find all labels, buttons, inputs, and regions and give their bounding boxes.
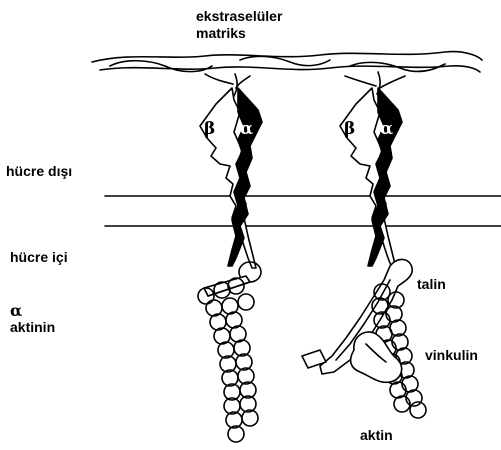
plasma-membrane xyxy=(105,196,501,226)
integrin-right xyxy=(340,88,402,268)
vinculin xyxy=(351,332,402,382)
alpha-letter-left: α xyxy=(240,119,253,139)
beta-letter-left: β xyxy=(204,119,215,139)
alpha-actinin-label: α aktinin xyxy=(10,302,55,336)
talin-label: talin xyxy=(417,276,446,293)
extracellular-matrix-fibers xyxy=(92,52,482,96)
extracellular-matrix-label-line2: matriks xyxy=(196,25,282,42)
extracellular-matrix-label-line1: ekstraselüler xyxy=(196,8,282,25)
beta-letter-right: β xyxy=(344,119,355,139)
alpha-actinin-symbol: α xyxy=(10,302,55,319)
outside-cell-label: hücre dışı xyxy=(6,163,72,180)
alpha-actinin-word: aktinin xyxy=(10,319,55,336)
inside-cell-label: hücre içi xyxy=(10,249,68,266)
alpha-letter-right: α xyxy=(380,119,393,139)
actin-label: aktin xyxy=(360,427,393,444)
vinculin-label: vinkulin xyxy=(425,347,478,364)
actin-filament-left xyxy=(198,278,258,442)
extracellular-matrix-label: ekstraselüler matriks xyxy=(196,8,282,42)
